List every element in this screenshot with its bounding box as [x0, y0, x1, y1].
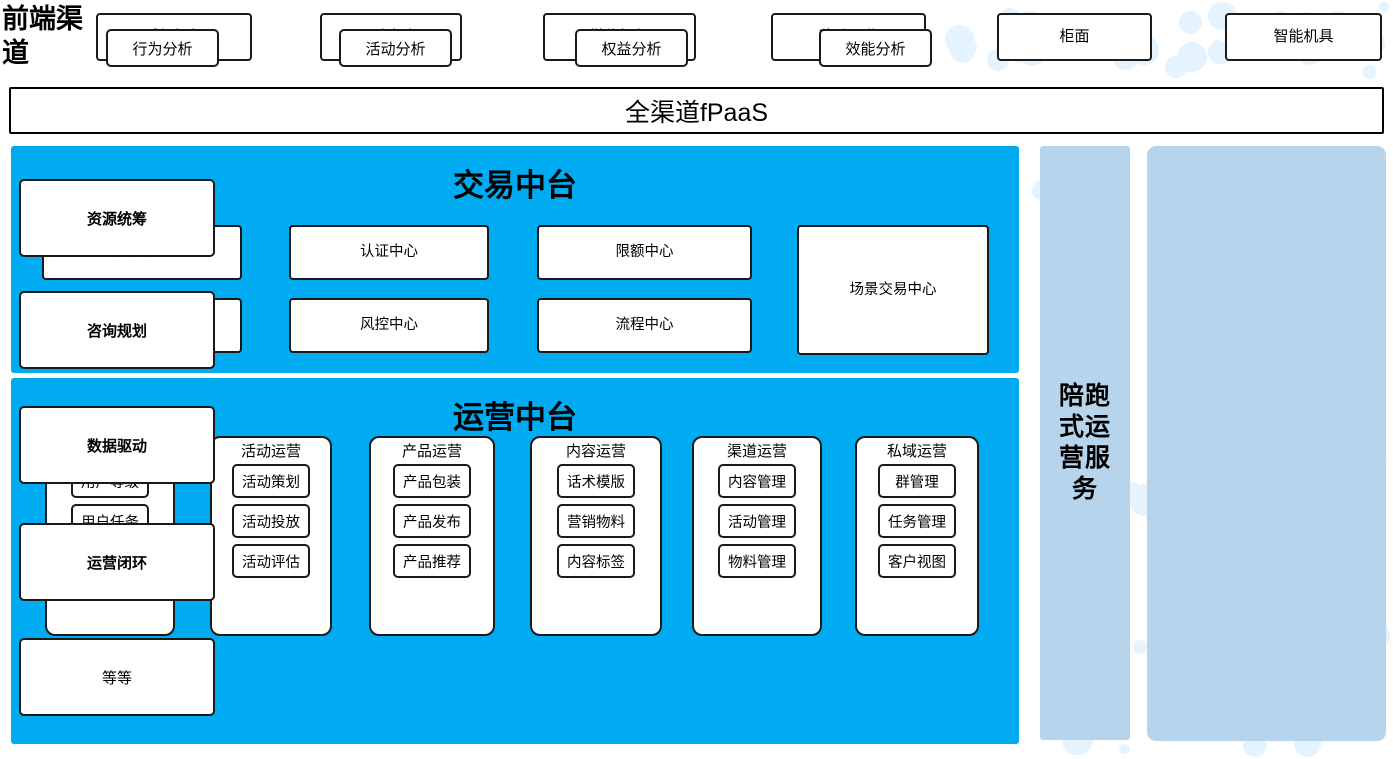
service-capability-label: 资源统筹 — [86, 210, 147, 228]
ops-item-label: 内容管理 — [728, 474, 786, 491]
channel-box-6[interactable]: 智能机具 — [1225, 13, 1382, 61]
ops-column-title: 私域运营 — [886, 443, 947, 460]
ops-item-label: 产品推荐 — [403, 554, 461, 571]
ops-item-label: 活动管理 — [728, 514, 786, 531]
accompanying-service-strip: 陪跑式运营服务 — [1040, 146, 1130, 740]
channel-label: 柜面 — [1059, 28, 1090, 46]
omnichannel-fpaas-bar[interactable]: 全渠道fPaaS — [9, 87, 1384, 134]
ops-column-3: 产品运营产品包装产品发布产品推荐 — [369, 436, 495, 636]
data-analysis-item-label: 活动分析 — [365, 40, 426, 58]
trade-center-title: 交易中台 — [453, 168, 577, 203]
trade-center-box-2[interactable]: 认证中心 — [289, 225, 489, 280]
ops-item-label: 活动策划 — [242, 474, 300, 491]
ops-item-label: 客户视图 — [888, 554, 946, 571]
ops-column-title: 产品运营 — [401, 443, 462, 460]
trade-center-box-3[interactable]: 限额中心 — [537, 225, 752, 280]
ops-column-4: 内容运营话术模版营销物料内容标签 — [530, 436, 662, 636]
ops-item-label: 群管理 — [895, 474, 939, 491]
ops-item-label: 内容标签 — [567, 554, 625, 571]
ops-item[interactable]: 活动投放 — [232, 504, 310, 538]
ops-item-label: 产品发布 — [403, 514, 461, 531]
ops-column-5: 渠道运营内容管理活动管理物料管理 — [692, 436, 822, 636]
ops-center-title: 运营中台 — [453, 400, 577, 435]
service-capability-panel — [1147, 146, 1386, 741]
trade-center-box-label: 认证中心 — [360, 244, 418, 261]
ops-item[interactable]: 活动策划 — [232, 464, 310, 498]
ops-item-label: 话术模版 — [567, 474, 625, 491]
accompanying-service-line: 式运 — [1058, 412, 1111, 441]
frontend-channel-label: 前端渠道 — [2, 4, 83, 69]
service-capability-item-3[interactable]: 数据驱动 — [19, 406, 215, 484]
channel-box-5[interactable]: 柜面 — [997, 13, 1152, 61]
accompanying-service-line: 务 — [1071, 475, 1098, 504]
ops-column-title: 活动运营 — [240, 443, 301, 460]
ops-item-label: 营销物料 — [567, 514, 625, 531]
ops-item[interactable]: 客户视图 — [878, 544, 956, 578]
accompanying-service-label: 陪跑式运营服务 — [1040, 146, 1130, 740]
data-analysis-item-label: 权益分析 — [601, 40, 662, 58]
accompanying-service-line: 营服 — [1058, 444, 1111, 472]
ops-item[interactable]: 物料管理 — [718, 544, 796, 578]
ops-item-label: 物料管理 — [728, 554, 786, 571]
data-analysis-item-2[interactable]: 活动分析 — [339, 29, 452, 67]
data-analysis-item-4[interactable]: 效能分析 — [819, 29, 932, 67]
service-capability-label: 咨询规划 — [86, 322, 147, 340]
trade-center-box-7[interactable]: 流程中心 — [537, 298, 752, 353]
trade-center-box-label: 限额中心 — [615, 244, 674, 261]
ops-item[interactable]: 产品发布 — [393, 504, 471, 538]
ops-item[interactable]: 内容标签 — [557, 544, 635, 578]
service-capability-item-1[interactable]: 资源统筹 — [19, 179, 215, 257]
ops-item[interactable]: 营销物料 — [557, 504, 635, 538]
service-capability-label: 运营闭环 — [86, 554, 147, 572]
trade-center-box-label: 流程中心 — [615, 317, 674, 334]
service-capability-item-2[interactable]: 咨询规划 — [19, 291, 215, 369]
service-capability-item-5[interactable]: 等等 — [19, 638, 215, 716]
ops-item[interactable]: 产品推荐 — [393, 544, 471, 578]
fpaas-label: 全渠道fPaaS — [624, 98, 769, 127]
data-analysis-item-label: 效能分析 — [845, 40, 906, 58]
trade-center-box-label: 场景交易中心 — [849, 281, 937, 298]
ops-item-label: 活动投放 — [242, 514, 300, 531]
trade-center-box-label: 风控中心 — [360, 317, 418, 334]
data-analysis-item-3[interactable]: 权益分析 — [575, 29, 688, 67]
ops-item-label: 活动评估 — [242, 554, 300, 571]
data-analysis-item-1[interactable]: 行为分析 — [106, 29, 219, 67]
ops-item[interactable]: 任务管理 — [878, 504, 956, 538]
channel-label: 智能机具 — [1273, 28, 1334, 46]
service-capability-item-4[interactable]: 运营闭环 — [19, 523, 215, 601]
ops-item[interactable]: 活动管理 — [718, 504, 796, 538]
ops-item-label: 任务管理 — [888, 514, 946, 531]
accompanying-service-line: 陪跑 — [1058, 381, 1111, 410]
data-analysis-item-label: 行为分析 — [132, 40, 193, 58]
ops-column-2: 活动运营活动策划活动投放活动评估 — [210, 436, 332, 636]
trade-center-box-4[interactable]: 场景交易中心 — [797, 225, 989, 355]
service-capability-label: 等等 — [101, 669, 132, 687]
ops-column-6: 私域运营群管理任务管理客户视图 — [855, 436, 979, 636]
ops-item[interactable]: 群管理 — [878, 464, 956, 498]
ops-item-label: 产品包装 — [403, 474, 461, 491]
ops-column-title: 渠道运营 — [726, 443, 787, 460]
trade-center-box-6[interactable]: 风控中心 — [289, 298, 489, 353]
service-capability-label: 数据驱动 — [86, 437, 147, 455]
ops-item[interactable]: 话术模版 — [557, 464, 635, 498]
ops-item[interactable]: 内容管理 — [718, 464, 796, 498]
ops-item[interactable]: 活动评估 — [232, 544, 310, 578]
ops-item[interactable]: 产品包装 — [393, 464, 471, 498]
ops-column-title: 内容运营 — [565, 443, 626, 460]
